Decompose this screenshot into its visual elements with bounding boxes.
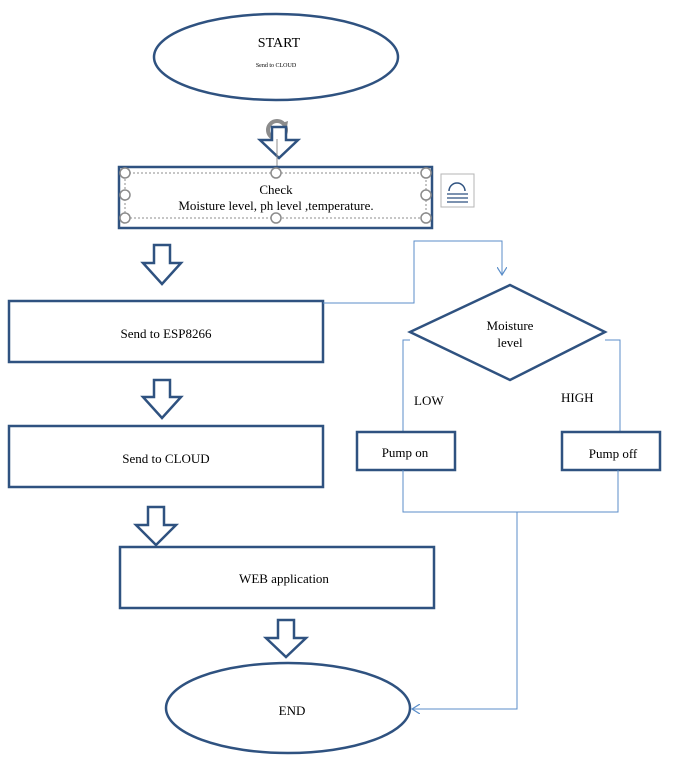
end-label: END [279, 703, 306, 718]
start-subtitle: Send to CLOUD [256, 63, 297, 69]
pump-on-node[interactable]: Pump on [355, 430, 457, 472]
pump-on-box [355, 430, 457, 472]
connector-moisture-high [605, 339, 621, 432]
arrow-web-to-end [262, 618, 310, 659]
handle-middle-right[interactable] [420, 189, 432, 201]
cloud-label: Send to CLOUD [122, 451, 209, 466]
layout-options-icon[interactable] [440, 173, 475, 208]
arrow-start-to-check [256, 125, 302, 160]
pump-off-node[interactable]: Pump off [560, 430, 662, 472]
handle-top-middle[interactable] [270, 167, 282, 179]
pump-off-box [560, 430, 662, 472]
start-node[interactable]: START Send to CLOUD [152, 12, 400, 102]
start-ellipse [152, 12, 400, 102]
arrow-cloud-to-web [132, 505, 180, 547]
esp-label: Send to ESP8266 [120, 326, 212, 341]
end-ellipse [164, 661, 412, 755]
selection-handles[interactable] [119, 167, 432, 224]
handle-bottom-middle[interactable] [270, 212, 282, 224]
edge-label-high: HIGH [561, 390, 594, 405]
edge-label-low: LOW [414, 393, 444, 408]
esp-box [7, 299, 325, 364]
end-node[interactable]: END [164, 661, 412, 755]
handle-top-left[interactable] [119, 167, 131, 179]
pump-on-label: Pump on [382, 445, 429, 460]
cloud-box [7, 424, 325, 489]
handle-bottom-right[interactable] [420, 212, 432, 224]
start-title: START [258, 36, 301, 51]
handle-bottom-left[interactable] [119, 212, 131, 224]
check-title: Check [259, 182, 293, 197]
moisture-line1: Moisture [487, 318, 534, 333]
esp-node[interactable]: Send to ESP8266 [7, 299, 325, 364]
pump-off-label: Pump off [589, 446, 638, 461]
moisture-decision-node[interactable]: Moisture level [407, 283, 608, 382]
cloud-node[interactable]: Send to CLOUD [7, 424, 325, 489]
moisture-line2: level [497, 335, 523, 350]
check-node[interactable]: Check Moisture level, ph level ,temperat… [117, 165, 434, 230]
check-detail: Moisture level, ph level ,temperature. [178, 198, 373, 213]
web-node[interactable]: WEB application [118, 545, 436, 610]
connector-esp-to-moisture [323, 240, 502, 304]
handle-top-right[interactable] [420, 167, 432, 179]
handle-middle-left[interactable] [119, 189, 131, 201]
arrow-check-to-esp [140, 243, 184, 286]
web-label: WEB application [239, 571, 329, 586]
web-box [118, 545, 436, 610]
arrow-esp-to-cloud [140, 378, 184, 420]
connector-pumps-to-end [402, 470, 619, 709]
moisture-diamond [407, 283, 608, 382]
connector-moisture-low [402, 339, 410, 432]
